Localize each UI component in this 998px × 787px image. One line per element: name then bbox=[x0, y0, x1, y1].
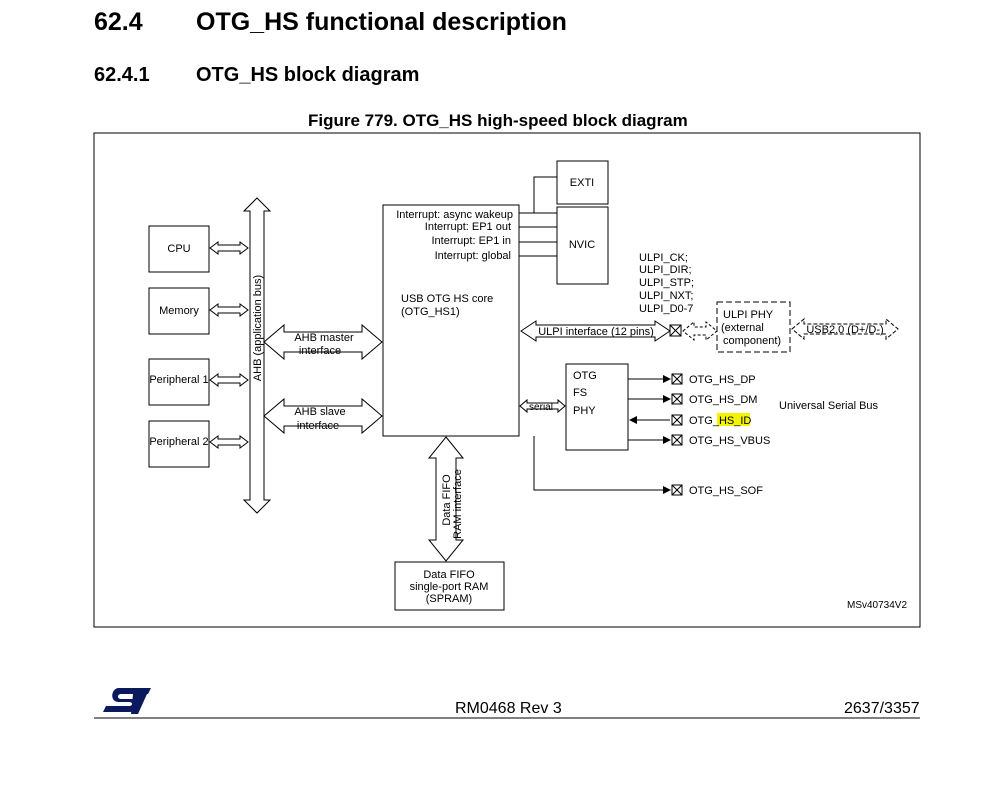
section-title: OTG_HS functional description bbox=[196, 8, 567, 36]
ahb-slave-label-2: interface bbox=[297, 420, 339, 432]
figure-caption: Figure 779. OTG_HS high-speed block diag… bbox=[308, 111, 688, 130]
dp-pin-icon bbox=[671, 373, 683, 385]
pin-vbus-label: OTG_HS_VBUS bbox=[689, 435, 770, 447]
spram-label-3: (SPRAM) bbox=[426, 593, 472, 605]
pin-id-label: OTG_HS_ID bbox=[689, 415, 751, 427]
otg-hs-core-block bbox=[382, 204, 520, 437]
interrupt-global-label: Interrupt: global bbox=[435, 250, 511, 262]
phy-label-2: FS bbox=[573, 387, 587, 399]
ulpi-stp-label: ULPI_STP; bbox=[639, 277, 694, 289]
fifo-interface-label-1: Data FIFO bbox=[441, 474, 453, 526]
nvic-label: NVIC bbox=[569, 239, 595, 251]
subsection-title: OTG_HS block diagram bbox=[196, 64, 420, 86]
spram-block bbox=[394, 561, 505, 611]
ahb-master-label-2: interface bbox=[299, 345, 341, 357]
ulpi-dir-label: ULPI_DIR; bbox=[639, 264, 692, 276]
pin-dm-label: OTG_HS_DM bbox=[689, 394, 757, 406]
usb20-dashed-arrow bbox=[791, 317, 899, 341]
peripheral2-block bbox=[148, 420, 210, 468]
peripheral2-label: Peripheral 2 bbox=[149, 436, 208, 448]
footer-page: 2637/3357 bbox=[844, 700, 920, 717]
figure-frame bbox=[93, 132, 921, 628]
otg-fs-phy-block bbox=[565, 363, 629, 451]
interrupt-ep1-in-label: Interrupt: EP1 in bbox=[432, 235, 512, 247]
hs-id-highlight bbox=[717, 413, 750, 426]
memory-block bbox=[148, 287, 210, 335]
peripheral1-block bbox=[148, 358, 210, 406]
usb-label: Universal Serial Bus bbox=[779, 400, 879, 412]
ulpi-d07-label: ULPI_D0-7 bbox=[639, 303, 693, 315]
serial-arrow bbox=[519, 398, 566, 414]
peripheral1-bus-arrow bbox=[209, 373, 249, 387]
sof-pin-icon bbox=[671, 484, 683, 496]
memory-bus-arrow bbox=[209, 303, 249, 317]
pin-sof-label: OTG_HS_SOF bbox=[689, 485, 763, 497]
fifo-interface-label-2: RAM interface bbox=[452, 469, 464, 539]
interrupt-ep1-out-label: Interrupt: EP1 out bbox=[425, 221, 511, 233]
usb20-label: USB2.0 (D+/D-) bbox=[806, 324, 883, 336]
ahb-bus-arrow bbox=[242, 197, 272, 514]
ulpi-phy-label-3: component) bbox=[723, 335, 781, 347]
footer-doc: RM0468 Rev 3 bbox=[455, 700, 562, 717]
core-label-2: (OTG_HS1) bbox=[401, 306, 460, 318]
figure-ref: MSv40734V2 bbox=[847, 600, 907, 611]
pin-dp-label: OTG_HS_DP bbox=[689, 374, 756, 386]
exti-block bbox=[556, 160, 609, 205]
ulpi-interface-label: ULPI interface (12 pins) bbox=[538, 326, 654, 338]
id-pin-icon bbox=[671, 414, 683, 426]
peripheral1-label: Peripheral 1 bbox=[149, 374, 208, 386]
ahb-bus-label: AHB (application bus) bbox=[252, 275, 264, 381]
ahb-master-label-1: AHB master bbox=[294, 332, 354, 344]
exti-label: EXTI bbox=[570, 177, 594, 189]
subsection-number: 62.4.1 bbox=[94, 64, 150, 86]
cpu-label: CPU bbox=[167, 243, 190, 255]
nvic-block bbox=[556, 206, 609, 285]
spram-label-2: single-port RAM bbox=[410, 581, 489, 593]
ulpi-nxt-label: ULPI_NXT; bbox=[639, 290, 693, 302]
ulpi-phy-dashed-arrow bbox=[682, 320, 718, 342]
dm-pin-icon bbox=[671, 393, 683, 405]
spram-label-1: Data FIFO bbox=[423, 569, 475, 581]
sof-line bbox=[533, 436, 671, 494]
ahb-master-arrow bbox=[263, 323, 383, 361]
cpu-bus-arrow bbox=[209, 241, 249, 255]
phy-label-1: OTG bbox=[573, 370, 597, 382]
serial-label: serial bbox=[529, 402, 553, 413]
memory-label: Memory bbox=[159, 305, 199, 317]
vbus-pin-icon bbox=[671, 434, 683, 446]
ahb-slave-label-1: AHB slave bbox=[294, 406, 345, 418]
fifo-interface-arrow bbox=[427, 436, 465, 562]
ulpi-phy-label-2: (external bbox=[721, 322, 764, 334]
ulpi-ck-label: ULPI_CK; bbox=[639, 252, 688, 264]
phy-label-3: PHY bbox=[573, 405, 596, 417]
ulpi-pin-icon bbox=[669, 324, 682, 337]
core-label-1: USB OTG HS core bbox=[401, 293, 493, 305]
ulpi-phy-label-1: ULPI PHY bbox=[723, 309, 774, 321]
ulpi-phy-block bbox=[716, 301, 791, 353]
cpu-block bbox=[148, 225, 210, 273]
ahb-slave-arrow bbox=[263, 397, 383, 435]
exti-line bbox=[519, 176, 557, 214]
section-number: 62.4 bbox=[94, 8, 143, 36]
peripheral2-bus-arrow bbox=[209, 435, 249, 449]
interrupt-async-label: Interrupt: async wakeup bbox=[396, 209, 513, 221]
st-logo bbox=[103, 688, 151, 714]
